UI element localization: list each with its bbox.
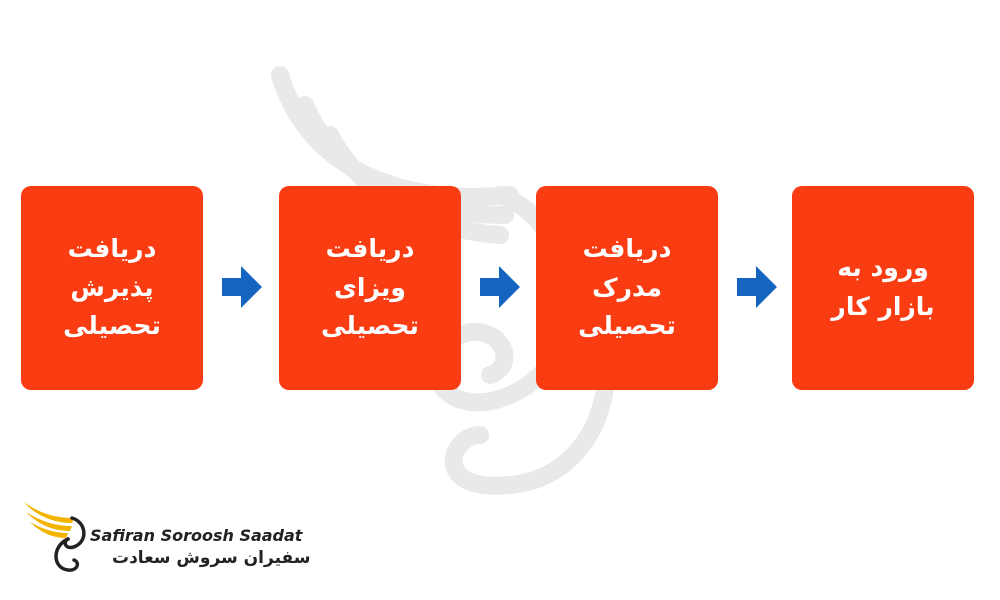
logo-name-english: Safiran Soroosh Saadat [90,526,303,545]
right-arrow-icon [222,266,262,308]
golden-wing-swirl-icon [24,502,86,572]
step-label: دریافت ویزای تحصیلی [321,233,419,341]
right-arrow-icon [480,266,520,308]
right-arrow-icon [737,266,777,308]
step-box-3: دریافت مدرک تحصیلی [536,186,718,390]
step-label: ورود به بازار کار [831,253,935,321]
company-logo: Safiran Soroosh Saadat سفیران سروش سعادت [22,496,310,576]
step-label: دریافت پذیرش تحصیلی [63,233,161,341]
logo-name-persian: سفیران سروش سعادت [112,548,311,568]
step-box-4: ورود به بازار کار [792,186,974,390]
step-box-2: دریافت ویزای تحصیلی [279,186,461,390]
step-label: دریافت مدرک تحصیلی [578,233,676,341]
step-box-1: دریافت پذیرش تحصیلی [21,186,203,390]
